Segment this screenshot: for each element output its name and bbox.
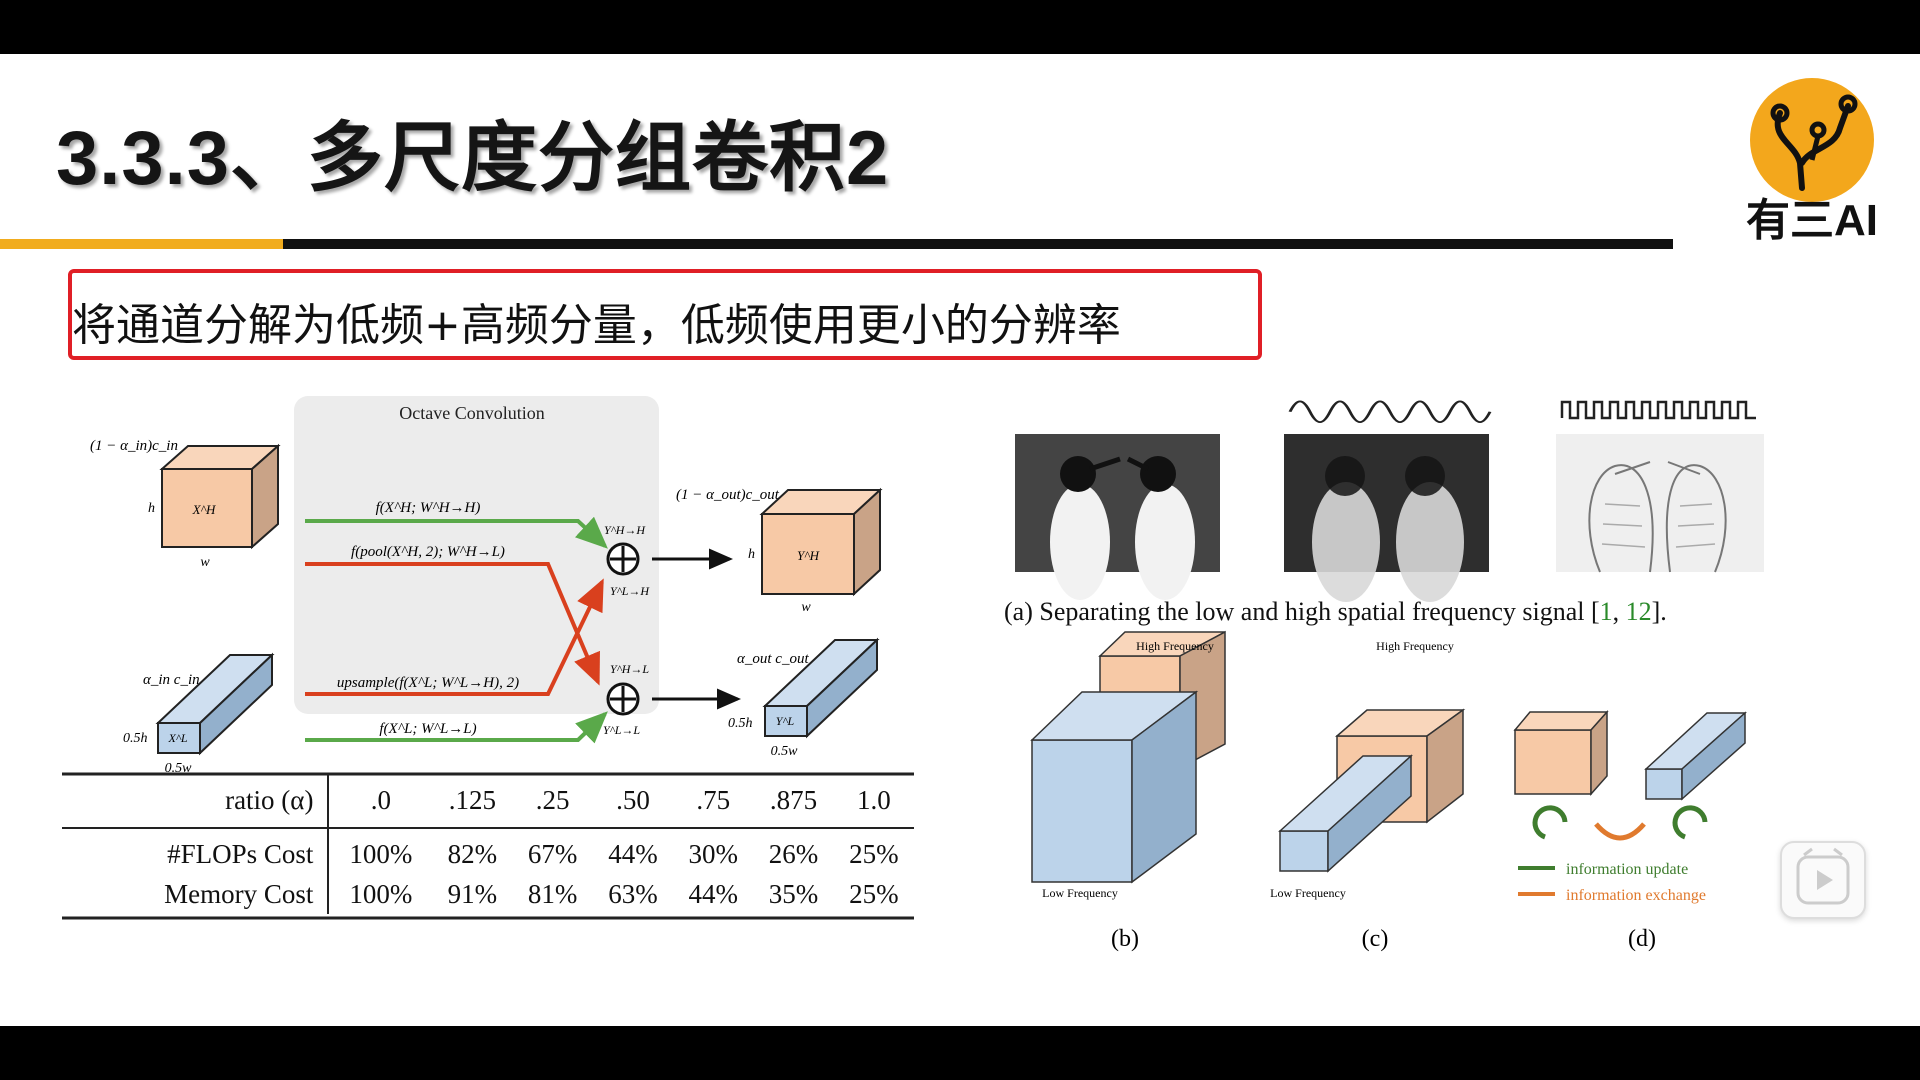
ratio-cell: .75 — [696, 784, 731, 815]
h-label: h — [148, 501, 155, 516]
out-h-label: h — [748, 547, 755, 562]
output-high-cube — [759, 487, 883, 597]
high-frequency-square-wave-icon — [1560, 400, 1756, 420]
y-ll-label: Y^L→L — [603, 723, 640, 737]
arrow-low-to-high — [305, 578, 604, 696]
ratio-cell: .25 — [535, 784, 570, 815]
figure-c-cubes — [1278, 708, 1466, 873]
figure-d-label: (d) — [1628, 926, 1656, 952]
f-hh-label: f(X^H; W^H→H) — [376, 500, 481, 516]
slide-title: 3.3.3、多尺度分组卷积2 — [56, 116, 890, 201]
penguin-photo-low-frequency — [1284, 434, 1489, 602]
penguin-photo-original — [1015, 434, 1220, 600]
out-h-half-label: 0.5h — [728, 716, 753, 731]
penguin-photo-high-frequency — [1556, 434, 1764, 573]
out-w-half-label: 0.5w — [771, 744, 799, 759]
legend-exchange-label: information exchange — [1566, 887, 1706, 904]
h-half-label: 0.5h — [123, 731, 148, 746]
output-low-cube — [762, 637, 880, 739]
title-underline — [283, 239, 1673, 249]
input-high-cube — [159, 443, 281, 550]
ratio-cell: .125 — [448, 784, 496, 815]
table-cell: 81% — [527, 878, 578, 909]
legend-update-label: information update — [1566, 861, 1688, 878]
y-lh-label: Y^L→H — [610, 584, 650, 598]
table-cell: 44% — [688, 878, 738, 909]
logo-text: 有三AI — [1746, 196, 1878, 245]
table-cell: 44% — [608, 838, 658, 869]
out-high-channels-label: (1 − α_out)c_out — [676, 487, 780, 503]
xl-label: X^L — [167, 731, 187, 745]
b-high-frequency-label: High Frequency — [1136, 639, 1214, 653]
table-row: #FLOPs Cost 100% 82% 67% 44% 30% 26% 25% — [62, 826, 914, 874]
row-label: #FLOPs Cost — [62, 826, 330, 874]
low-frequency-wave-icon — [1288, 400, 1492, 424]
table-cell: 67% — [527, 838, 578, 869]
b-low-frequency-label: Low Frequency — [1042, 886, 1118, 900]
table-cell: 25% — [849, 838, 899, 869]
input-low-cube — [155, 652, 275, 756]
play-button[interactable] — [1780, 841, 1866, 919]
table-cell: 100% — [349, 878, 413, 909]
table-cell: 35% — [768, 878, 819, 909]
cost-table: ratio (α) .0 .125 .25 .50 .75 .875 1.0 #… — [62, 774, 914, 914]
xh-label: X^H — [192, 502, 216, 517]
arrow-low-to-low — [305, 711, 608, 744]
table-cell: 25% — [849, 878, 899, 909]
ratio-cell: .875 — [769, 784, 818, 815]
table-cell: 26% — [768, 838, 819, 869]
title-underline-accent — [0, 239, 283, 249]
update-arrow-icon-low — [1672, 805, 1708, 840]
out-w-label: w — [801, 600, 811, 615]
out-low-channels-label: α_out c_out — [737, 651, 809, 667]
table-cell: 100% — [349, 838, 413, 869]
arrow-high-to-high — [305, 516, 608, 549]
octave-title: Octave Convolution — [399, 403, 544, 423]
brand-logo — [1750, 78, 1874, 202]
table-cell: 91% — [447, 878, 498, 909]
arrow-high-to-low — [305, 562, 600, 686]
c-high-frequency-label: High Frequency — [1376, 639, 1454, 653]
table-row: Memory Cost 100% 91% 81% 63% 44% 35% 25% — [62, 874, 914, 914]
callout-box: 将通道分解为低频+高频分量，低频使用更小的分辨率 — [68, 269, 1262, 360]
exchange-arrow-icon — [1594, 822, 1646, 841]
f-lh-label: upsample(f(X^L; W^L→H), 2) — [337, 675, 519, 691]
play-icon — [1796, 847, 1850, 905]
in-high-channels-label: (1 − α_in)c_in — [90, 438, 178, 454]
ratio-cell: .0 — [370, 784, 391, 815]
callout-text: 将通道分解为低频+高频分量，低频使用更小的分辨率 — [72, 300, 1121, 351]
figure-b-label: (b) — [1111, 926, 1139, 952]
row-label: Memory Cost — [62, 874, 330, 914]
sum-node-low — [606, 682, 640, 716]
octave-panel — [294, 396, 659, 714]
table-cell: 63% — [608, 878, 658, 909]
yh-label: Y^H — [797, 548, 820, 563]
update-arrow-icon-high — [1532, 805, 1568, 840]
f-ll-label: f(X^L; W^L→L) — [379, 721, 476, 737]
w-label: w — [200, 555, 210, 570]
ratio-cell: 1.0 — [856, 784, 891, 815]
y-hl-label: Y^H→L — [610, 662, 649, 676]
f-hl-label: f(pool(X^H, 2); W^H→L) — [351, 544, 505, 560]
ratio-cell: .50 — [616, 784, 650, 815]
penguin-caption: (a) Separating the low and high spatial … — [1004, 597, 1667, 626]
c-low-frequency-label: Low Frequency — [1270, 886, 1346, 900]
table-cell: 30% — [688, 838, 738, 869]
w-half-label: 0.5w — [165, 761, 193, 776]
sum-node-high — [606, 542, 640, 576]
table-header-row: ratio (α) .0 .125 .25 .50 .75 .875 1.0 — [62, 774, 914, 826]
figure-b-cubes — [1030, 630, 1226, 884]
figure-c-label: (c) — [1362, 926, 1389, 952]
yl-label: Y^L — [776, 714, 795, 728]
in-low-channels-label: α_in c_in — [143, 672, 200, 688]
octave-convolution-diagram: Octave Convolution X^H (1 − α_in)c_in h … — [62, 396, 1764, 952]
slide: 3.3.3、多尺度分组卷积2 有三AI 将通道分解为低频+高频分量，低频使用更小… — [0, 54, 1920, 1026]
y-hh-label: Y^H→H — [604, 523, 646, 537]
figure-d-cubes — [1513, 710, 1747, 801]
ratio-header: ratio (α) — [62, 774, 330, 826]
table-cell: 82% — [447, 838, 498, 869]
